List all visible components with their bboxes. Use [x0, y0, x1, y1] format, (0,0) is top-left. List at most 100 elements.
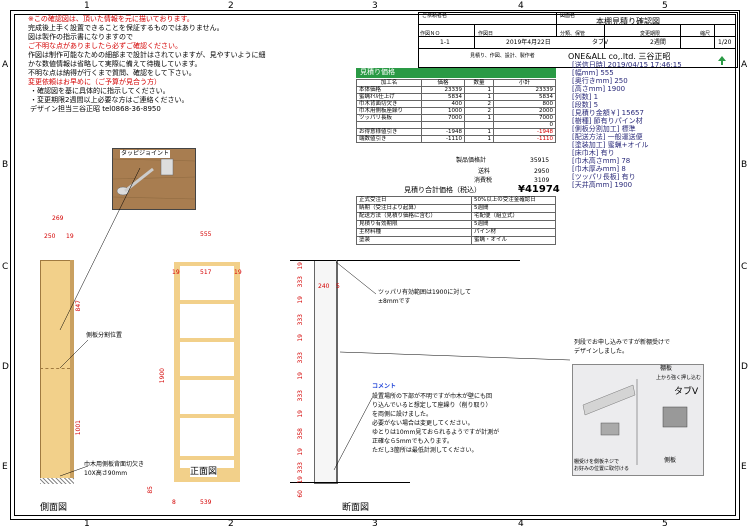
tab-bottom-2: お好みの位置に取付ける	[574, 466, 630, 472]
tb-line-v3	[604, 24, 605, 48]
tab-tanaita-sub: 上から強く押し込む	[656, 375, 702, 381]
grid-col-4-top: 4	[518, 1, 524, 11]
comment-title: コメント	[372, 383, 397, 390]
cell: 蜜蝋・オイル	[471, 236, 556, 245]
tab-name: タブV	[674, 387, 699, 397]
grid-row-c-left: C	[2, 262, 9, 272]
section-view	[314, 260, 338, 484]
note-line-11: デザイン担当三谷正昭 tel0868-36-8950	[30, 105, 161, 113]
dim-250: 250	[44, 233, 56, 240]
note-line-7: 不明な点は納得が行くまで質問、確認をして下さい。	[28, 69, 196, 77]
tab-bottom-1: 棚受けを側板ネジで	[574, 459, 620, 465]
grid-row-e-left: E	[2, 462, 8, 472]
dim-539: 539	[200, 499, 212, 506]
tappi-label: タッピジョイント	[120, 150, 171, 158]
seihin-value: 35915	[530, 157, 550, 164]
spec-line: [見積り金額￥] 15657	[572, 109, 644, 117]
shipping-value: 2950	[534, 168, 550, 175]
spec-line: [樹種] 節有りパイン材	[572, 117, 643, 125]
note-line-5: 作図は制作可能なための細部まで設計はされていますが、見やすいように細	[28, 51, 266, 59]
shipping-label: 送料	[478, 168, 491, 175]
dim-240: 240	[318, 283, 330, 290]
grid-row-e-right: E	[741, 462, 747, 472]
tab-v-shelf-icon	[573, 365, 703, 475]
habaki-label-2: 10X高さ90mm	[84, 470, 128, 477]
category-label: 分類、保管	[560, 31, 586, 37]
front-shelf	[180, 414, 234, 418]
spec-line: [塗装加工] 蜜蝋+オイル	[572, 141, 649, 149]
sakuzu-no: 1-1	[440, 39, 450, 46]
front-shelf	[180, 376, 234, 380]
grid-row-b-right: B	[741, 160, 748, 170]
note-line-10: ・変更期限2週間以上必要な方はご連絡ください。	[30, 96, 189, 104]
total-value: ¥41974	[518, 184, 560, 195]
customer-label: ご依頼者名	[422, 13, 448, 19]
scale-label: 縮尺	[700, 31, 711, 37]
grid-row-c-right: C	[741, 262, 748, 272]
comment-line-7: ただし3箇所は最低計測してください。	[372, 447, 478, 454]
section-right-wall	[336, 260, 337, 482]
side-view-edge	[70, 260, 74, 478]
tb-line-h2	[418, 36, 736, 37]
total-label: 見積り合計価格（税込）	[404, 186, 481, 194]
note-line-1: ※この確認図は、頂いた情報を元に描いております。	[28, 15, 194, 23]
tsuppari-note-1: ツッパリ有効範囲は1900に対して	[378, 289, 472, 296]
front-shelf	[180, 262, 234, 266]
dim-517: 517	[200, 269, 212, 276]
front-right-side	[234, 262, 240, 482]
note-line-8: 変更依頼はお早めに（ご予算が見合う方）	[28, 78, 161, 86]
tab-note-2: デザインしました。	[574, 348, 629, 355]
comment-line-2: り込んでいると想定して座繰り（削り取り）	[372, 402, 492, 409]
spec-line: [奥行きmm] 250	[572, 77, 628, 85]
category-value: タブV	[592, 39, 609, 46]
side-view-divider	[40, 368, 70, 369]
spec-line: [天井高mm] 1900	[572, 181, 633, 189]
note-line-6: かな数値情報は省略して実際に備えて待機しています。	[28, 60, 202, 68]
note-line-4: ご不明な点がありましたら必ずご確認ください。	[28, 42, 182, 50]
spec-line: [段数] 5	[572, 101, 599, 109]
comment-line-6: 正確なら5mmでも入ります。	[372, 438, 453, 445]
grid-col-1-bottom: 1	[84, 519, 90, 529]
dim-19a: 19	[66, 233, 74, 240]
note-line-2: 完成後上手く設置できることを保証するものではありません。	[28, 24, 224, 32]
tab-tanaita: 棚板	[660, 365, 673, 372]
spec-line: [床巾木] 有り	[572, 149, 615, 157]
company-name: ONE&ALL co,.ltd. 三谷正昭	[568, 52, 671, 61]
front-left-side	[174, 262, 180, 482]
grid-col-5-bottom: 5	[662, 519, 668, 529]
tb-line-v2	[474, 24, 475, 48]
side-divider-label: 側板分割位置	[86, 332, 123, 339]
tax-label: 消費税	[474, 177, 493, 184]
grid-col-3-top: 3	[372, 1, 378, 11]
grid-col-1-top: 1	[84, 1, 90, 11]
front-shelf	[180, 338, 234, 342]
grid-col-3-bottom: 3	[372, 519, 378, 529]
grid-col-2-bottom: 2	[228, 519, 234, 529]
tab-note-1: 列段でお申し込みですが新棚受けで	[574, 339, 671, 346]
spec-line: [配送方法] 一般運送便	[572, 133, 643, 141]
grid-row-d-right: D	[741, 362, 748, 372]
spec-line: [側板分割加工] 標準	[572, 125, 636, 133]
note-line-9: ・確認図を基に具体的に指示してください。	[30, 87, 170, 95]
title-block	[418, 12, 738, 68]
spec-line: [巾木厚みmm] 8	[572, 165, 626, 173]
drawing-name-label: 図面名	[560, 13, 576, 19]
spec-line: [高さmm] 1900	[572, 85, 626, 93]
inner-frame	[14, 14, 736, 516]
cell: -1110	[493, 135, 556, 143]
tsuppari-note-2: ±8mmです	[378, 298, 411, 305]
dim-19b: 19	[172, 269, 180, 276]
estimate-header	[356, 68, 556, 78]
screw-icon	[112, 149, 196, 209]
sakuzu-no-label: 作図ＮＯ	[420, 31, 441, 37]
front-view	[174, 262, 240, 482]
tappi-photo	[112, 148, 196, 210]
spec-line: [巾木高さmm] 78	[572, 157, 631, 165]
note-line-3: 図は製作の指示書になりますので	[28, 33, 133, 41]
comment-line-3: を両側に設けました。	[372, 411, 433, 418]
grid-col-5-top: 5	[662, 1, 668, 11]
